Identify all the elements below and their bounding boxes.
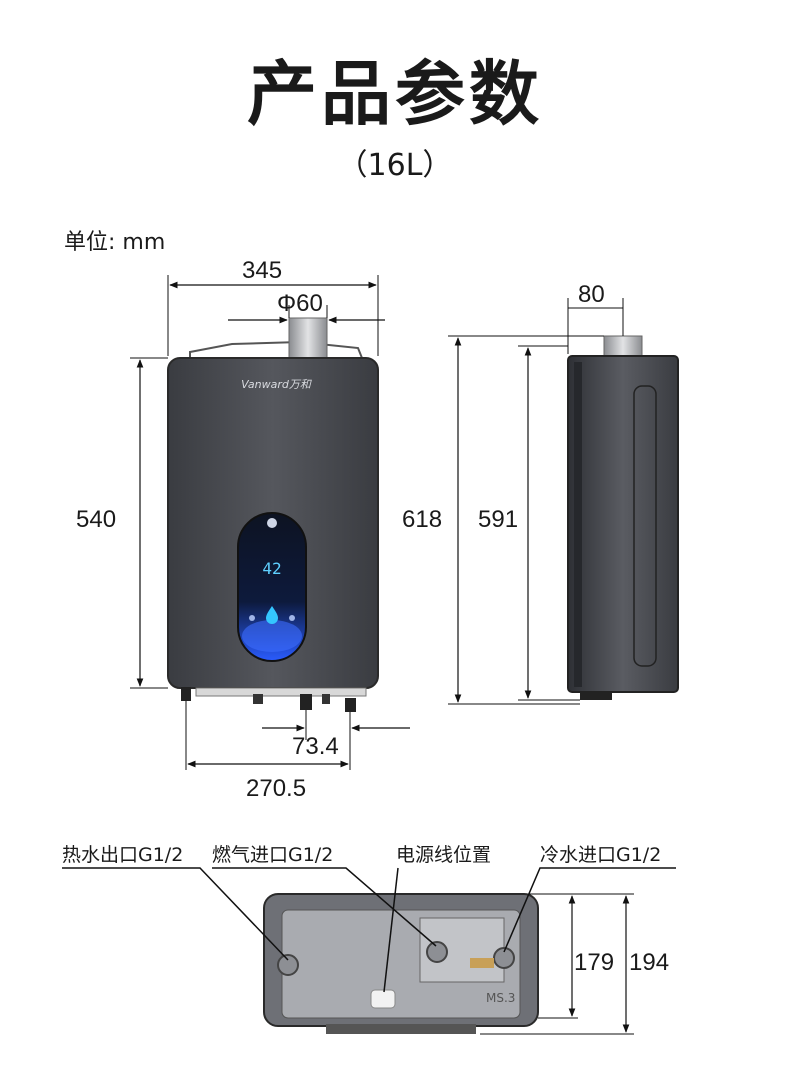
hot-water-fitting xyxy=(181,687,191,701)
dim-flue-diameter: Φ60 xyxy=(277,290,323,317)
bottom-gas-port xyxy=(426,941,448,963)
front-view: Vanward万和 42 xyxy=(130,275,410,770)
brand-logo: Vanward万和 xyxy=(241,378,312,391)
side-view xyxy=(448,298,679,705)
dim-body-height: 591 xyxy=(478,506,519,533)
model-subtitle: （16L） xyxy=(337,148,453,183)
panel-logo-icon xyxy=(267,518,277,528)
side-body xyxy=(567,355,679,693)
power-cord-plug xyxy=(370,989,396,1009)
dim-height: 540 xyxy=(76,506,117,533)
flue-pipe xyxy=(288,317,328,361)
bottom-hot-water-port xyxy=(277,954,299,976)
dim-depth: 80 xyxy=(578,281,605,308)
page-title: 产品参数 xyxy=(247,53,543,135)
display-readout: 42 xyxy=(262,559,281,578)
label-gas-inlet: 燃气进口G1/2 xyxy=(212,844,334,866)
label-cold-water-inlet: 冷水进口G1/2 xyxy=(540,844,662,866)
dim-pipe-spacing: 73.4 xyxy=(292,733,339,760)
dim-width: 345 xyxy=(242,257,283,284)
dim-pipe-span: 270.5 xyxy=(246,775,307,802)
dim-bottom-depth-inner: 179 xyxy=(574,948,615,978)
unit-label: 单位: mm xyxy=(64,230,166,255)
label-power-cord: 电源线位置 xyxy=(396,844,492,866)
cold-water-fitting xyxy=(345,698,356,712)
dim-total-height: 618 xyxy=(402,506,443,533)
bottom-view: MS.3 xyxy=(62,867,676,1035)
label-hot-water-outlet: 热水出口G1/2 xyxy=(62,844,184,866)
dim-bottom-depth-outer: 194 xyxy=(629,948,670,978)
water-drop-icon xyxy=(266,606,278,624)
svg-text:MS.3: MS.3 xyxy=(486,991,515,1005)
gas-fitting xyxy=(300,694,312,710)
